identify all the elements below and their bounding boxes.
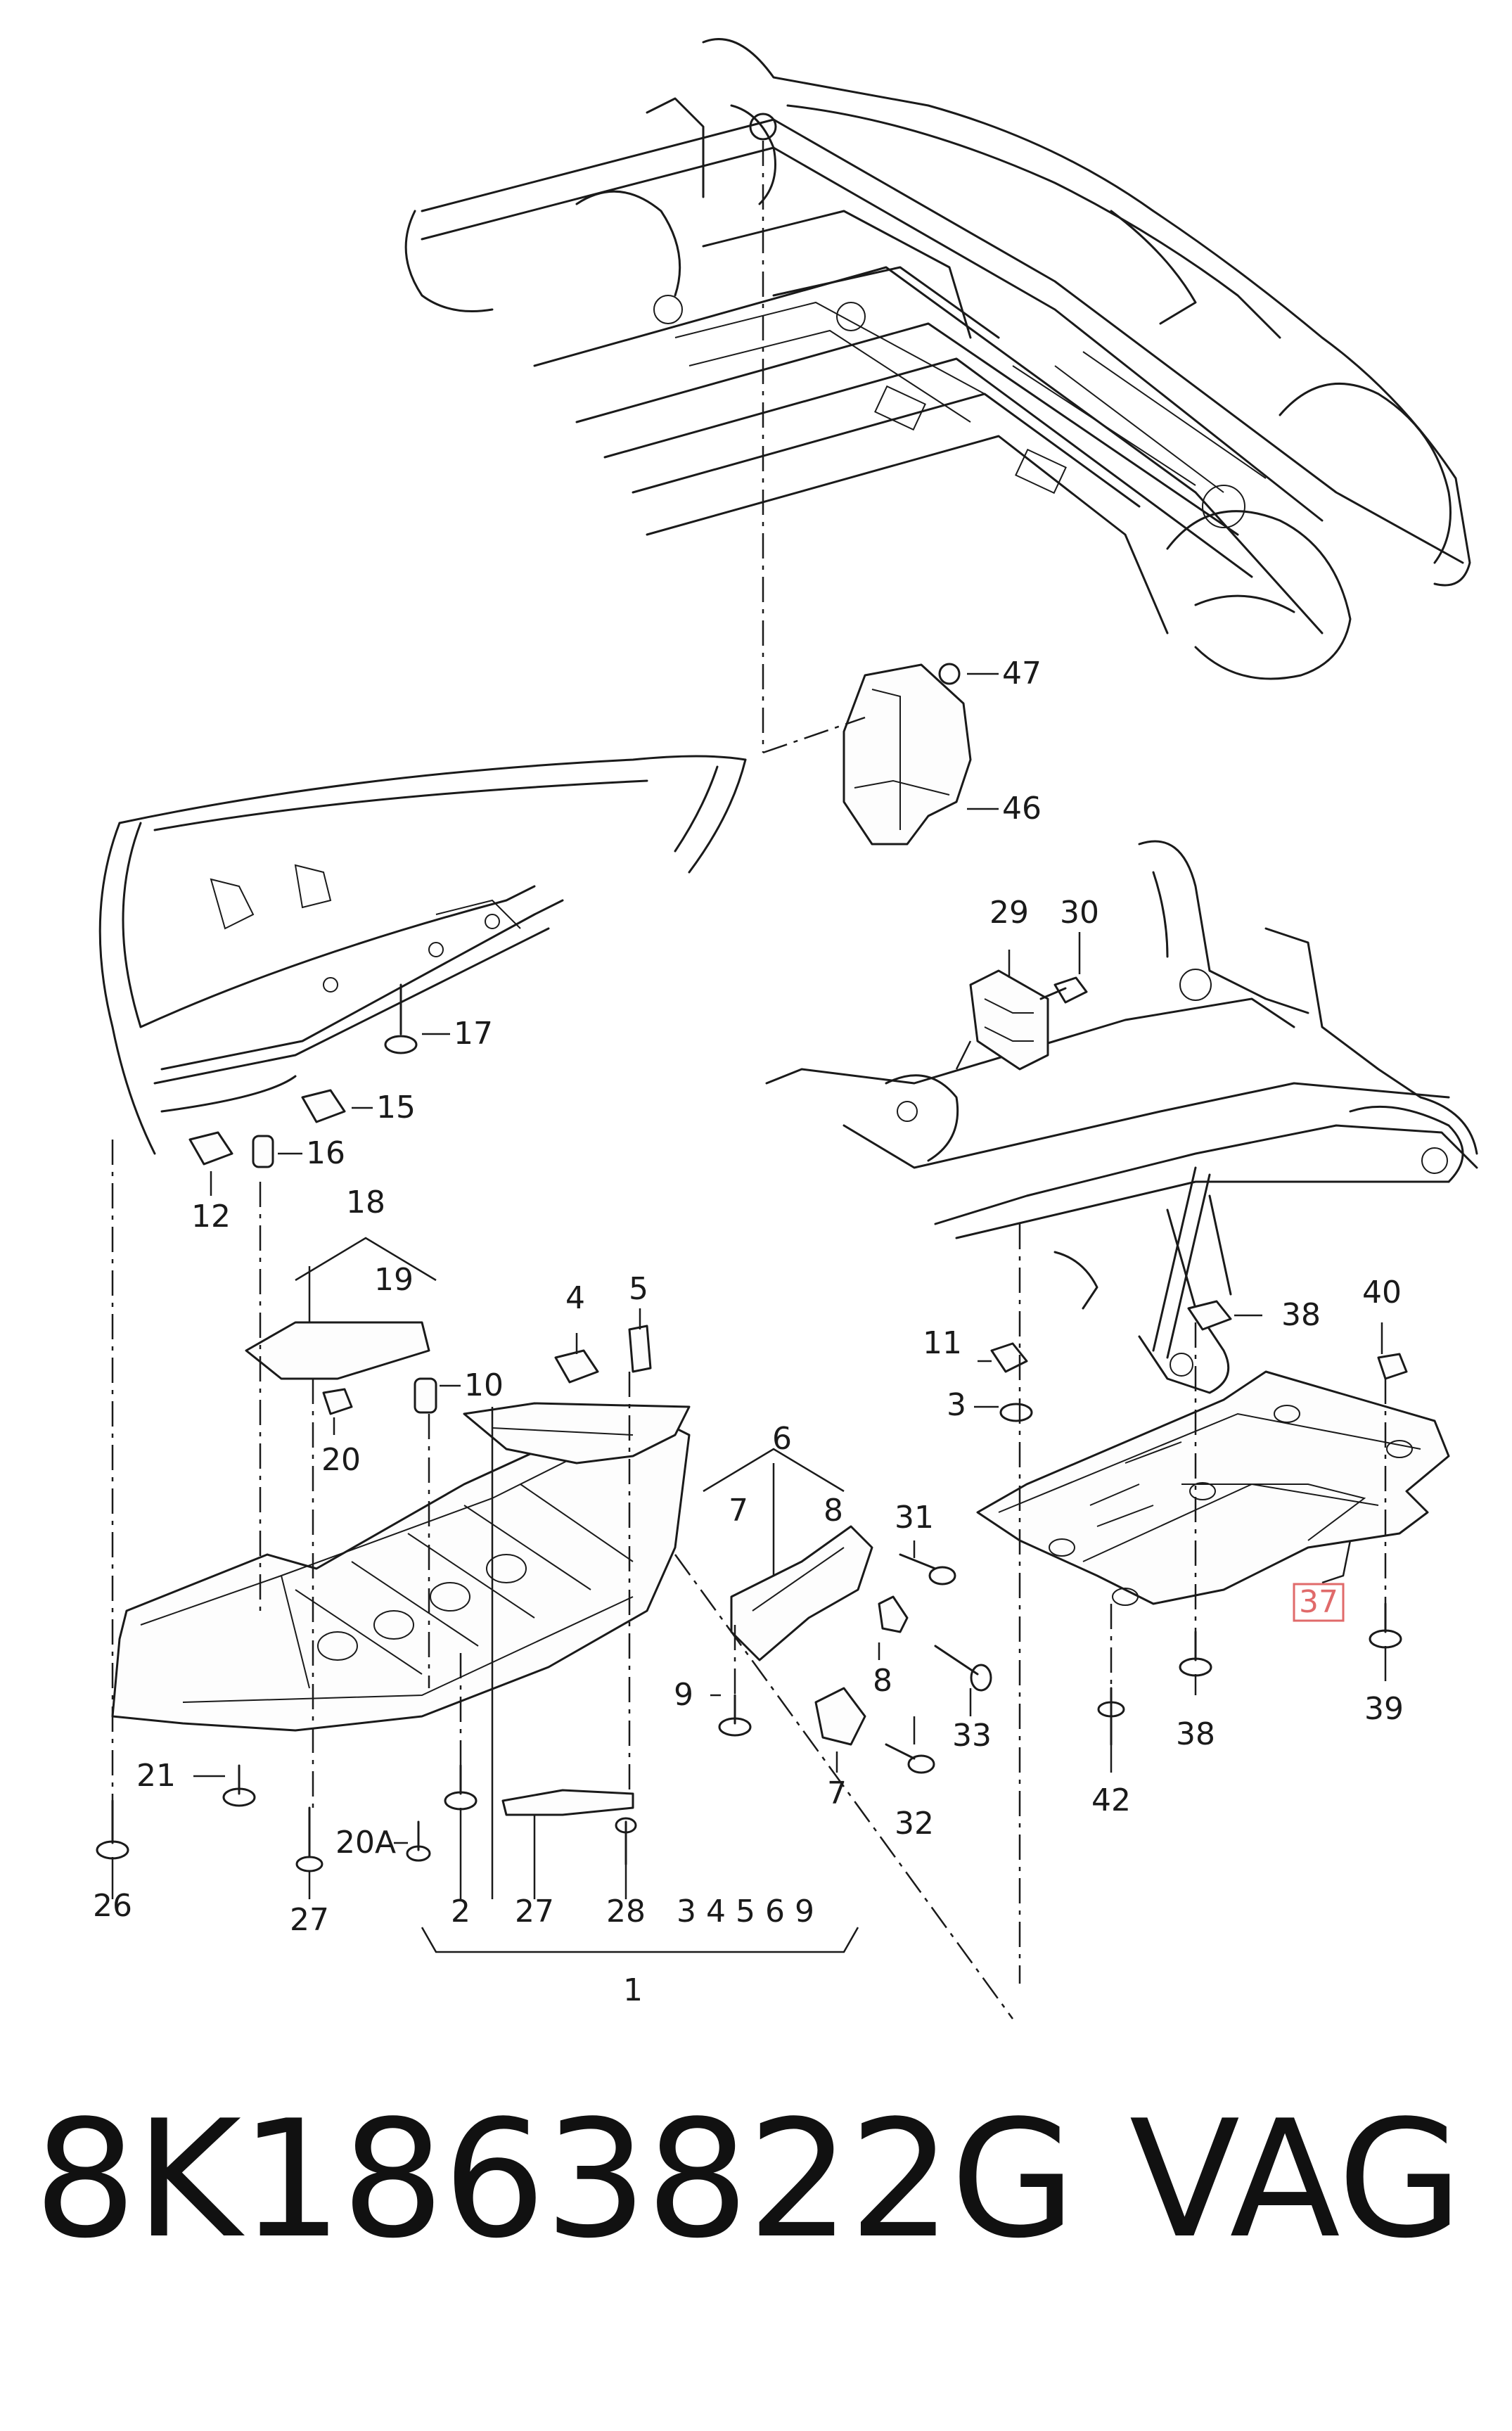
subframe-drawing bbox=[765, 840, 1478, 1394]
callout-40: 39 bbox=[1364, 1691, 1404, 1727]
callout-42: 42 bbox=[1091, 1782, 1131, 1818]
callout-31: 31 bbox=[895, 1500, 934, 1536]
callout-20a: 16 bbox=[306, 1135, 345, 1171]
callout-21: 17 bbox=[454, 1016, 493, 1052]
callout-19: 21 bbox=[136, 1758, 176, 1794]
callout-30: 30 bbox=[1060, 895, 1099, 931]
callout-7-top: 7 bbox=[729, 1493, 748, 1529]
callout-2: 2 bbox=[451, 1894, 470, 1929]
engine-underbody-shield-drawing bbox=[111, 1402, 691, 1732]
callout-27-top: 19 bbox=[374, 1262, 414, 1298]
front-bumper-drawing bbox=[98, 755, 747, 1155]
callout-16: 28 bbox=[606, 1894, 646, 1929]
callout-12: 10 bbox=[464, 1367, 504, 1403]
callout-1: 1 bbox=[623, 1972, 643, 2008]
brand-label: VAG bbox=[1129, 2086, 1463, 2274]
callout-4: 4 bbox=[565, 1280, 585, 1316]
centre-lines bbox=[111, 141, 1387, 2020]
callout-6: 6 bbox=[772, 1421, 792, 1457]
rear-underbody-shield-37-drawing bbox=[976, 1370, 1450, 1606]
bracket-46-drawing bbox=[843, 663, 972, 846]
fasteners-drawing bbox=[96, 983, 1408, 1872]
callout-9: 9 bbox=[674, 1677, 693, 1713]
callout-38: 38 bbox=[1176, 1716, 1215, 1752]
leader-lines bbox=[111, 672, 1387, 1953]
callout-labels: 47 46 29 30 17 15 16 12 18 19 20 10 4 5 … bbox=[93, 656, 1404, 2008]
callout-3-4-5-6-9: 3 4 5 6 9 bbox=[677, 1894, 814, 1929]
bracket-6-drawing bbox=[730, 1525, 909, 1746]
callout-8: 8 bbox=[873, 1663, 892, 1699]
callout-29: 29 bbox=[989, 895, 1029, 931]
callout-17: 26 bbox=[93, 1888, 132, 1924]
callout-10: 11 bbox=[923, 1325, 962, 1361]
callout-27: 20 bbox=[321, 1442, 361, 1478]
callout-8-top: 8 bbox=[824, 1493, 843, 1529]
callout-3: 3 bbox=[947, 1387, 966, 1423]
callout-46: 46 bbox=[1002, 791, 1042, 827]
part-number: 8K1863822G bbox=[34, 2086, 1076, 2274]
callout-15: 27 bbox=[515, 1894, 554, 1929]
vehicle-floor-pan-drawing bbox=[404, 38, 1471, 680]
callout-33: 33 bbox=[952, 1718, 992, 1754]
callout-37: 37 bbox=[1299, 1584, 1338, 1620]
callout-7: 7 bbox=[827, 1775, 847, 1811]
callout-11: 20A bbox=[335, 1825, 396, 1861]
callout-20: 15 bbox=[376, 1090, 416, 1125]
mount-bracket-29-drawing bbox=[969, 969, 1088, 1071]
callout-41: 40 bbox=[1362, 1275, 1402, 1310]
callout-37-highlighted: 37 bbox=[1293, 1583, 1345, 1622]
callout-39: 38 bbox=[1281, 1297, 1321, 1333]
callout-28: 27 bbox=[290, 1902, 329, 1938]
callout-32: 32 bbox=[895, 1806, 934, 1842]
callout-5: 5 bbox=[629, 1271, 648, 1307]
callout-18: 12 bbox=[191, 1199, 231, 1234]
callout-47: 47 bbox=[1002, 656, 1042, 691]
callout-26: 18 bbox=[346, 1185, 385, 1220]
